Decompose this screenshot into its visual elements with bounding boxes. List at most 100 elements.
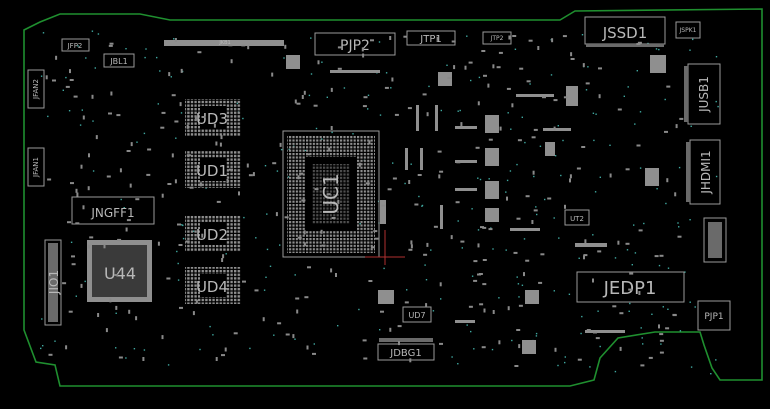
passive <box>488 138 493 141</box>
via <box>509 170 512 172</box>
via <box>626 249 629 251</box>
jngff1-connector[interactable]: JNGFF1 <box>71 196 155 225</box>
via <box>115 347 117 349</box>
via <box>585 89 588 91</box>
via <box>379 329 381 331</box>
jhdmi1-connector[interactable]: JHDMI1 <box>686 139 721 205</box>
passive <box>460 122 463 127</box>
passive <box>179 102 182 107</box>
jbl1-connector[interactable]: JBL1 <box>103 53 135 68</box>
via <box>70 241 73 243</box>
via <box>313 343 315 345</box>
via <box>91 30 94 32</box>
passive <box>88 153 90 158</box>
ut2-chip[interactable]: UT2 <box>564 209 590 226</box>
via <box>385 72 388 74</box>
via <box>651 313 653 315</box>
ud2-chip[interactable]: UD2 <box>185 215 241 252</box>
via <box>535 206 537 208</box>
jaudio-connector[interactable] <box>703 217 727 263</box>
passive <box>330 87 333 92</box>
via <box>343 87 346 89</box>
ut2-label: UT2 <box>570 215 584 223</box>
passive <box>219 142 222 147</box>
passive <box>174 179 177 184</box>
ud3-chip[interactable]: UD3 <box>185 99 241 136</box>
pjp2-connector[interactable]: PJP2 <box>314 32 396 56</box>
via <box>177 262 179 265</box>
uc1-label: UC1 <box>319 173 343 214</box>
passive <box>592 278 594 283</box>
passive <box>89 236 94 239</box>
via <box>535 332 538 335</box>
passive <box>52 79 56 82</box>
passive <box>299 172 304 175</box>
passive <box>570 58 575 60</box>
via <box>518 296 520 298</box>
jfan2-connector[interactable]: JFAN2 <box>27 69 45 109</box>
passive <box>125 227 128 232</box>
jfp2-connector[interactable]: JFP2 <box>61 38 90 52</box>
passive <box>625 168 630 171</box>
pjp1-connector[interactable]: PJP1 <box>697 300 731 331</box>
passive <box>422 93 427 96</box>
jfan1-connector[interactable]: JFAN1 <box>27 147 45 187</box>
passive <box>374 237 379 240</box>
passive <box>306 345 309 350</box>
jedp1-connector[interactable]: JEDP1 <box>576 271 685 303</box>
passive <box>157 241 160 246</box>
via <box>490 227 492 229</box>
via <box>310 73 313 75</box>
passive <box>65 345 68 350</box>
via <box>557 125 559 127</box>
jkb1-connector[interactable]: JKB1 <box>164 40 284 46</box>
passive <box>277 322 282 325</box>
via <box>264 165 267 167</box>
passive <box>672 313 677 316</box>
passive <box>115 305 118 310</box>
via <box>689 49 691 51</box>
ud3-label: UD3 <box>196 110 228 128</box>
via <box>125 357 127 359</box>
passive <box>674 192 677 197</box>
u44-chip[interactable]: U44 <box>87 240 152 302</box>
via <box>568 293 571 295</box>
passive <box>439 282 442 287</box>
passive <box>473 260 478 263</box>
passive <box>447 77 452 79</box>
via <box>75 295 77 297</box>
jdbg1-connector[interactable]: JDBG1 <box>377 338 435 361</box>
passive <box>664 130 668 133</box>
via <box>692 38 694 41</box>
passive <box>197 51 202 54</box>
u44-label: U44 <box>104 264 136 283</box>
via <box>175 137 177 139</box>
passive <box>612 305 617 308</box>
passive <box>628 288 633 291</box>
passive <box>537 46 540 50</box>
passive <box>368 140 371 145</box>
jtp2-connector[interactable]: JTP2 <box>482 31 512 45</box>
passive <box>407 107 412 110</box>
jio1-connector[interactable]: JIO1 <box>44 239 62 326</box>
passive <box>119 168 122 173</box>
jusb1-connector[interactable]: JUSB1 <box>684 63 721 125</box>
passive <box>130 142 133 147</box>
via <box>595 113 597 115</box>
via <box>466 35 468 37</box>
jspk1-label: JSPK1 <box>679 27 697 34</box>
ud4-label: UD4 <box>196 278 228 296</box>
via <box>614 370 617 373</box>
passive <box>109 298 112 303</box>
ud4-chip[interactable]: UD4 <box>185 267 241 304</box>
jssd1-connector[interactable]: JSSD1 <box>584 16 666 47</box>
passive <box>215 141 218 146</box>
jtp1-connector[interactable]: JTP1 <box>406 30 456 46</box>
passive <box>116 114 121 117</box>
via <box>77 45 79 47</box>
uc1-cpu[interactable]: UC1 <box>282 130 380 258</box>
jspk1-connector[interactable]: JSPK1 <box>675 21 701 39</box>
passive <box>373 230 378 233</box>
ud7-chip[interactable]: UD7 <box>402 306 432 323</box>
via <box>609 144 611 146</box>
